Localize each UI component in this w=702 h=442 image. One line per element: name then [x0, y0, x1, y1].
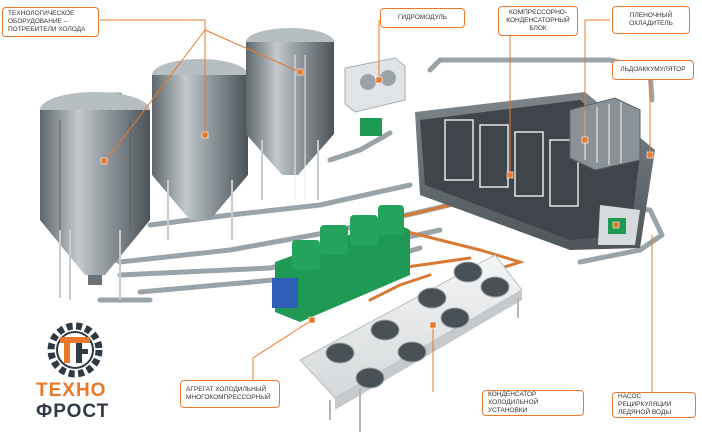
logo-emblem	[47, 322, 103, 378]
air-condenser	[299, 254, 523, 432]
callout-ice-accumulator-text: ЛЬДОАККУМУЛЯТОР	[620, 66, 686, 73]
callout-consumers-text: ТЕХНОЛОГИЧЕСКОЕ ОБОРУДОВАНИЕ – ПОТРЕБИТЕ…	[8, 10, 86, 33]
callout-condensing-unit-text: КОМПРЕССОРНО-КОНДЕНСАТОРНЫЙ БЛОК	[506, 9, 570, 32]
callout-hydromodule-text: ГИДРОМОДУЛЬ	[397, 14, 448, 21]
callout-markers	[100, 68, 654, 329]
compressor-rack	[272, 205, 410, 322]
logo-line1: ТЕХНО	[36, 380, 107, 401]
hydromodule-unit	[344, 57, 406, 136]
tank-1	[40, 92, 150, 300]
logo-line2: ФРОСТ	[36, 401, 110, 422]
callout-compressor-unit-text: АГРЕГАТ ХОЛОДИЛЬНЫЙ МНОГОКОМПРЕССОРНЫЙ	[186, 386, 271, 401]
callout-condensing-unit: КОМПРЕССОРНО-КОНДЕНСАТОРНЫЙ БЛОК	[498, 6, 578, 36]
callout-condenser-text: КОНДЕНСАТОР ХОЛОДИЛЬНОЙ УСТАНОВКИ	[488, 391, 539, 414]
callout-hydromodule: ГИДРОМОДУЛЬ	[380, 8, 465, 28]
callout-film-cooler: ПЛЕНОЧНЫЙ ОХЛАДИТЕЛЬ	[612, 6, 690, 34]
callout-condenser: КОНДЕНСАТОР ХОЛОДИЛЬНОЙ УСТАНОВКИ	[482, 390, 584, 416]
callout-leaders	[100, 19, 653, 395]
callout-consumers: ТЕХНОЛОГИЧЕСКОЕ ОБОРУДОВАНИЕ – ПОТРЕБИТЕ…	[2, 7, 99, 37]
callout-compressor-unit: АГРЕГАТ ХОЛОДИЛЬНЫЙ МНОГОКОМПРЕССОРНЫЙ	[180, 380, 280, 408]
film-cooler-unit	[569, 97, 641, 171]
tank-2	[152, 59, 248, 240]
callout-recirculation-pump: НАСОС РЕЦИРКУЛЯЦИИ ЛЕДЯНОЙ ВОДЫ	[612, 392, 696, 418]
callout-film-cooler-text: ПЛЕНОЧНЫЙ ОХЛАДИТЕЛЬ	[629, 12, 673, 27]
callout-recirculation-pump-text: НАСОС РЕЦИРКУЛЯЦИИ ЛЕДЯНОЙ ВОДЫ	[618, 393, 672, 416]
callout-ice-accumulator: ЛЬДОАККУМУЛЯТОР	[612, 60, 694, 80]
tank-3	[246, 28, 334, 200]
